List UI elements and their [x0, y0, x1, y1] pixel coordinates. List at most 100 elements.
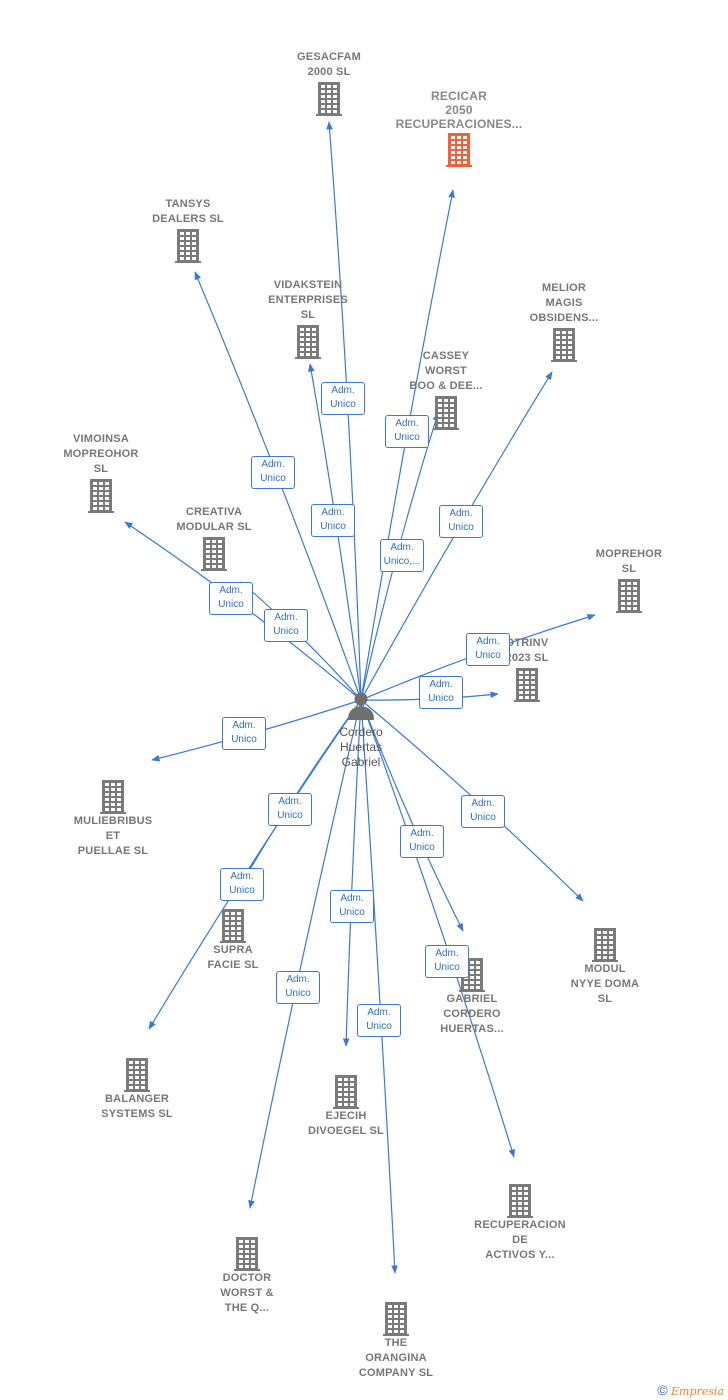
edge-label-line: Adm. — [395, 418, 419, 429]
company-node-muliebribus[interactable]: MULIEBRIBUS ET PUELLAE SL — [48, 778, 178, 859]
edge-label-vidakstein[interactable]: Adm.Unico — [311, 504, 355, 537]
building-icon — [175, 229, 201, 263]
company-label-line: ET — [105, 830, 121, 842]
company-label-line: MOPREHOR — [595, 548, 663, 560]
company-label-line: RECICAR — [430, 89, 488, 103]
person-label-line: Cordero — [339, 725, 383, 739]
company-label-line: CORDERO — [443, 1008, 501, 1020]
building-icon — [333, 1075, 359, 1109]
company-node-supra[interactable]: SUPRA FACIE SL — [168, 907, 298, 973]
edge-label-moprehor[interactable]: Adm. Unico — [466, 633, 510, 666]
edge-label-line: Adm. — [286, 974, 310, 985]
edge-label-otrinv[interactable]: Adm.Unico — [419, 676, 463, 709]
company-node-moprehor[interactable]: MOPREHOR SL — [564, 547, 694, 613]
building-icon — [100, 780, 126, 814]
edge-label-line: Adm. — [331, 385, 355, 396]
edge-label-line: Adm. — [476, 636, 500, 647]
edge-label-creativa[interactable]: Adm. Unico — [264, 609, 308, 642]
company-label-line: CASSEY — [422, 350, 470, 362]
company-label-line: ORANGINA — [365, 1352, 427, 1364]
company-label-line: BALANGER — [105, 1093, 169, 1105]
edge-line-orangina — [360, 699, 398, 1274]
company-label-line: EJECIH — [325, 1110, 367, 1122]
edge-label-modul[interactable]: Adm.Unico — [461, 795, 505, 828]
edge-label-vimoinsa[interactable]: Adm.Unico — [209, 582, 253, 615]
edge-label-line: Unico — [330, 399, 356, 410]
building-icon — [383, 1302, 409, 1336]
edge-label-line: Unico — [260, 473, 286, 484]
company-node-doctor[interactable]: DOCTOR WORST & THE Q... — [182, 1235, 312, 1316]
company-label-line: MAGIS — [545, 297, 583, 309]
company-label-line: MULIEBRIBUS — [73, 815, 153, 827]
company-label-line: RECUPERACIONES... — [395, 117, 523, 131]
building-icon — [220, 909, 246, 943]
edge-label-gesacfam[interactable]: Adm. Unico — [321, 382, 365, 415]
edge-label-line: Unico — [470, 812, 496, 823]
copyright-symbol: © — [657, 1382, 668, 1398]
brand-name: Empresia — [671, 1385, 724, 1398]
company-label-line: SL — [93, 463, 109, 475]
edge-label-line: Adm. — [390, 542, 414, 553]
company-label-line: SL — [621, 563, 637, 575]
company-label-line: PUELLAE SL — [77, 845, 149, 857]
edge-label-line: Unico — [409, 842, 435, 853]
edge-label-muliebribus[interactable]: Adm.Unico — [222, 717, 266, 750]
company-label-line: MOPREOHOR — [63, 448, 139, 460]
edge-label-recicar[interactable]: Adm.Unico — [385, 415, 429, 448]
building-icon — [201, 537, 227, 571]
edge-label-gabriel[interactable]: Adm. Unico — [400, 825, 444, 858]
edge-label-doctor[interactable]: Adm.Unico — [276, 971, 320, 1004]
company-label: MOPREHOR SL — [564, 547, 694, 577]
company-label-line: OTRINV — [505, 637, 549, 649]
edge-label-balanger[interactable]: Adm.Unico — [220, 868, 264, 901]
edge-label-line: Unico — [475, 650, 501, 661]
building-icon — [446, 133, 472, 167]
edge-line-ejecih — [342, 699, 362, 1047]
company-node-vimoinsa[interactable]: VIMOINSA MOPREOHOR SL — [36, 432, 166, 513]
company-label-line: SUPRA — [213, 944, 253, 956]
edge-label-line: Unico — [320, 521, 346, 532]
company-label-line: VIMOINSA — [73, 433, 129, 445]
company-label: MULIEBRIBUS ET PUELLAE SL — [48, 814, 178, 859]
company-label-line: 2050 — [445, 103, 473, 117]
building-icon — [88, 479, 114, 513]
edge-label-line: Unico — [448, 522, 474, 533]
edge-label-supra[interactable]: Adm.Unico — [268, 793, 312, 826]
edge-label-line: Unico — [273, 626, 299, 637]
company-label-line: DOCTOR — [222, 1272, 272, 1284]
company-label-line: WORST & — [220, 1287, 274, 1299]
edge-label-line: Adm. — [278, 796, 302, 807]
edge-label-line: Adm. — [274, 612, 298, 623]
edge-label-melior[interactable]: Adm.Unico — [439, 505, 483, 538]
company-label-line: WORST — [425, 365, 467, 377]
edge-label-tansys[interactable]: Adm.Unico — [251, 456, 295, 489]
company-label-line: ENTERPRISES — [268, 294, 348, 306]
company-label-line: FACIE SL — [207, 959, 259, 971]
building-icon — [433, 396, 459, 430]
edge-label-orangina[interactable]: Adm.Unico — [357, 1004, 401, 1037]
edge-label-recuperacion[interactable]: Adm.Unico — [425, 945, 469, 978]
edge-label-line: Adm. — [410, 828, 434, 839]
edge-label-cassey[interactable]: Adm.Unico,... — [380, 539, 424, 572]
edge-label-ejecih[interactable]: Adm.Unico — [330, 890, 374, 923]
company-label-line: COMPANY SL — [358, 1367, 434, 1379]
company-label-line: THE Q... — [224, 1302, 270, 1314]
